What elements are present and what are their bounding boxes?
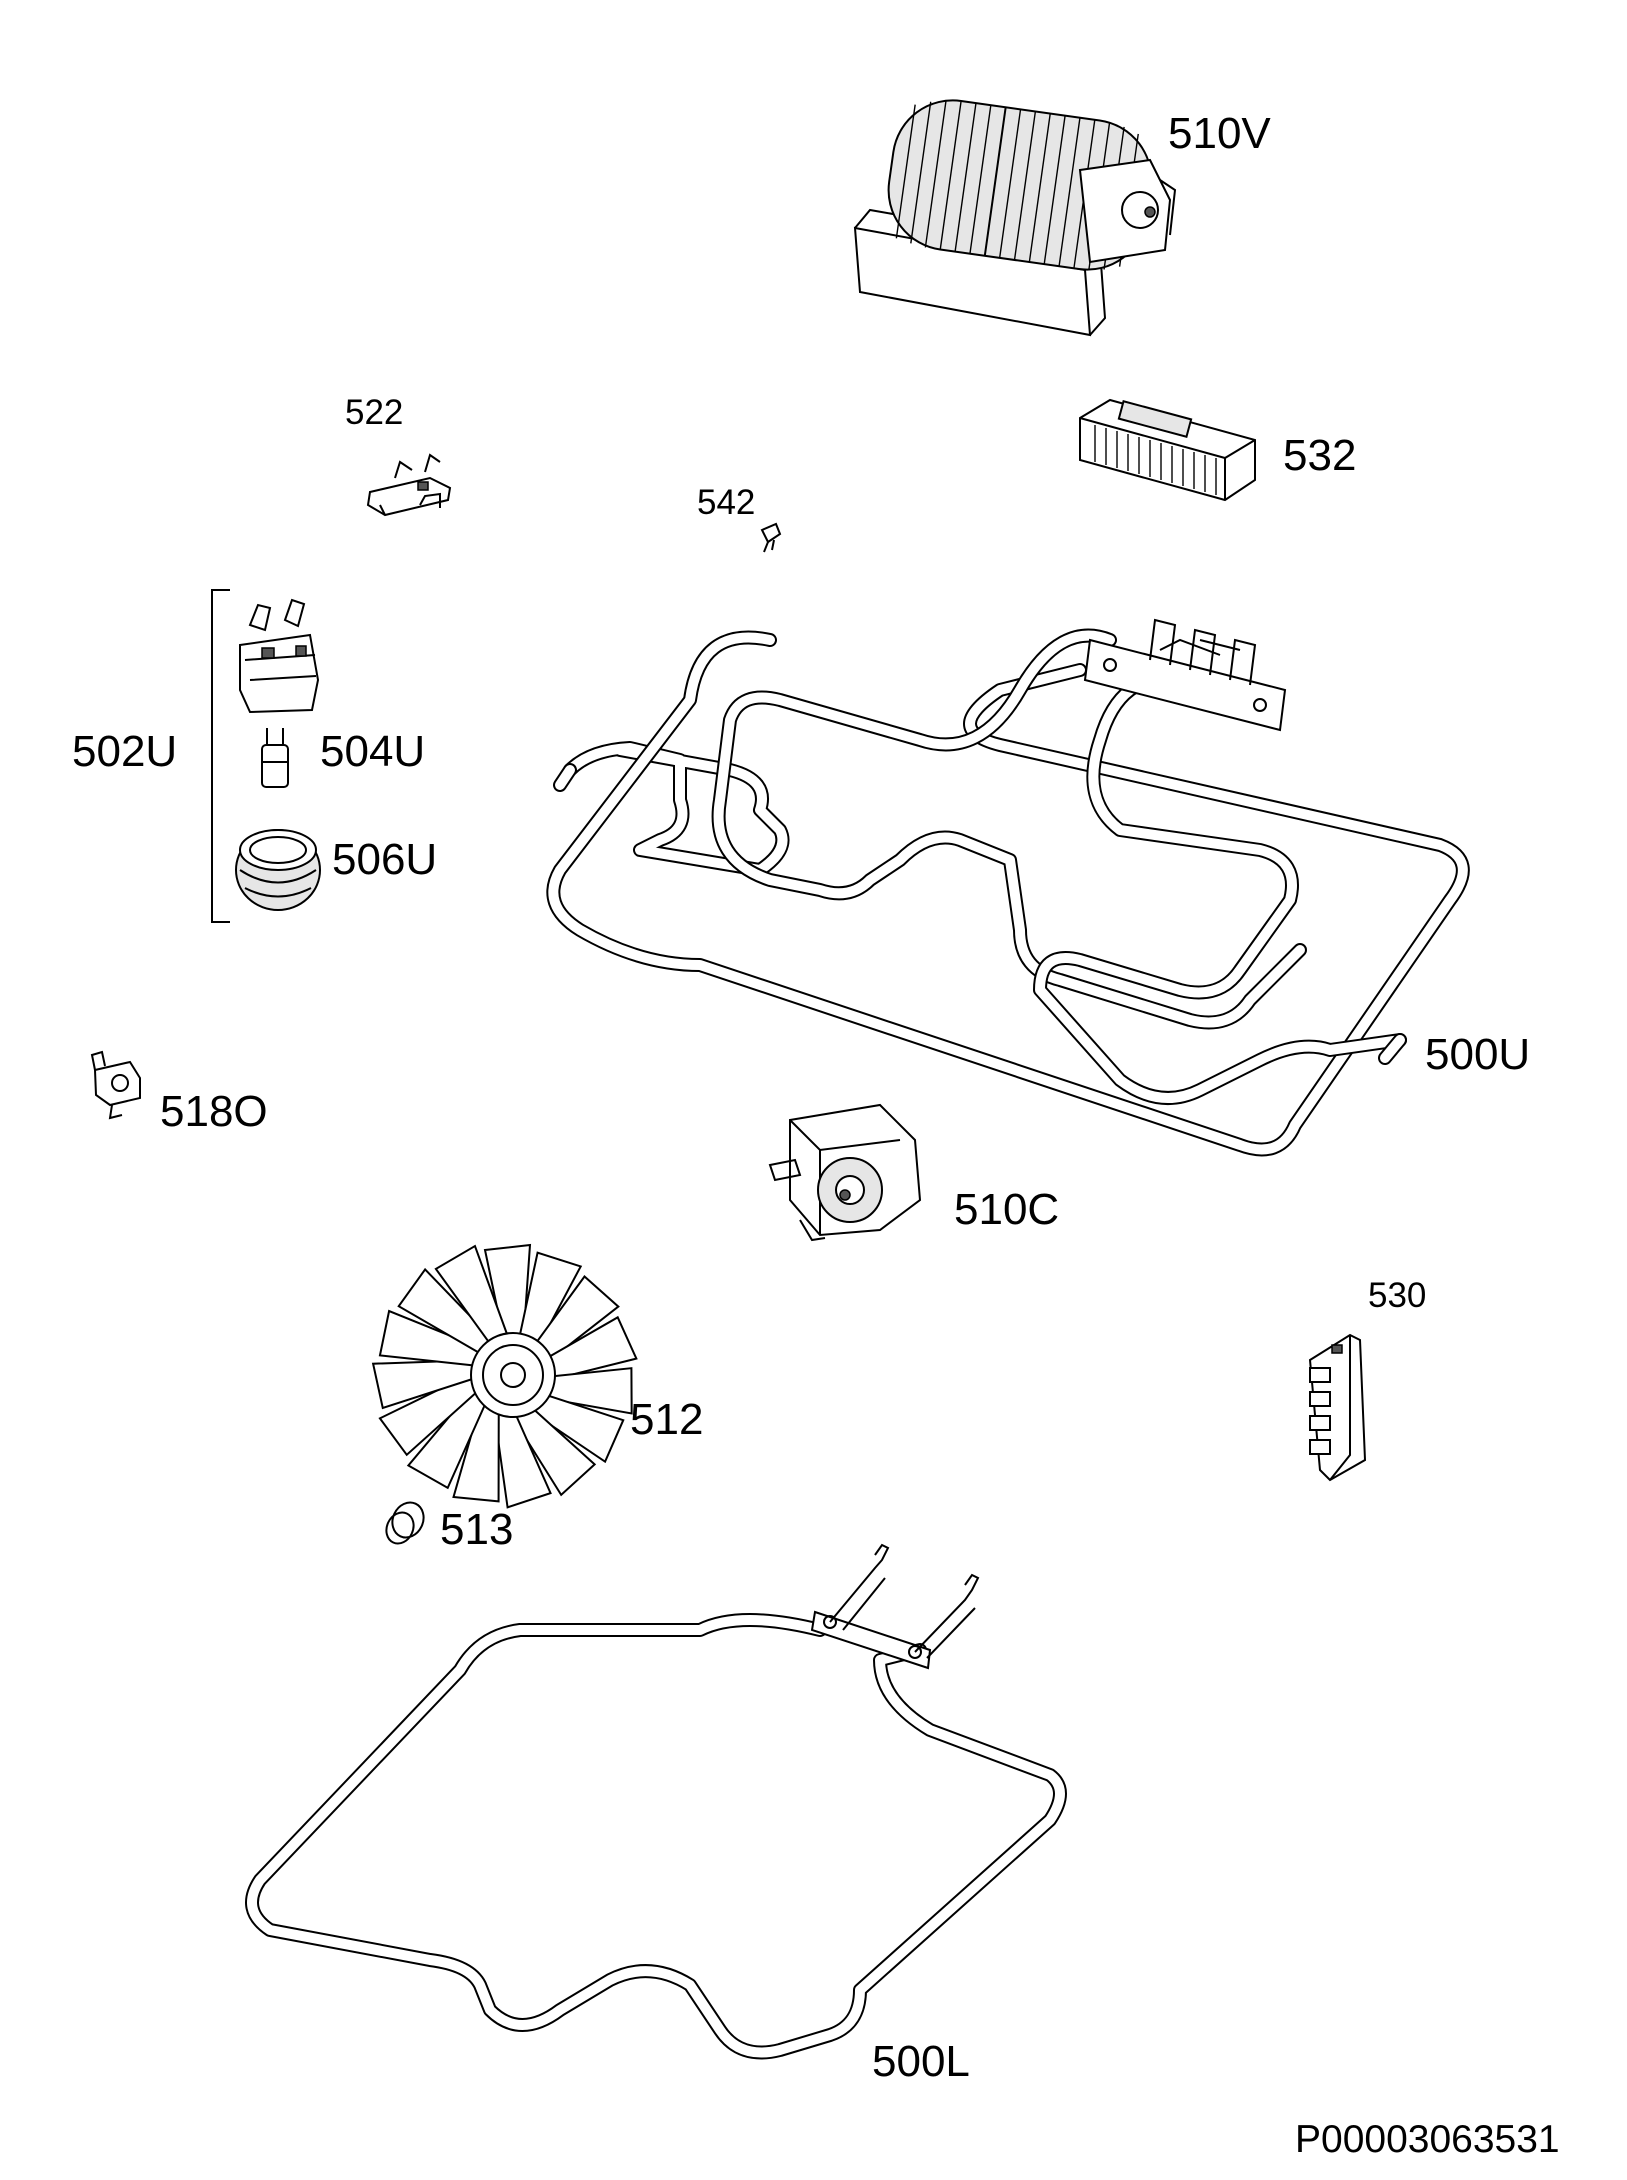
part-label-504U: 504U xyxy=(320,727,426,776)
part-label-502U: 502U xyxy=(72,727,178,776)
document-code: P00003063531 xyxy=(1295,2118,1560,2161)
part-label-518O: 518O xyxy=(160,1087,268,1136)
part-label-530: 530 xyxy=(1368,1276,1427,1315)
terminal-clip-icon xyxy=(366,453,452,517)
part-label-542: 542 xyxy=(697,483,756,522)
part-label-532: 532 xyxy=(1283,431,1357,480)
part-label-510C: 510C xyxy=(954,1185,1060,1234)
part-label-500L: 500L xyxy=(872,2037,970,2086)
part-label-522: 522 xyxy=(345,393,404,432)
fan-impeller-icon xyxy=(371,1243,638,1509)
part-label-512: 512 xyxy=(630,1395,704,1444)
thermostat-icon xyxy=(90,1050,141,1120)
lamp-cover-icon xyxy=(235,829,321,911)
lamp-holder-icon xyxy=(239,598,320,714)
part-label-513: 513 xyxy=(440,1505,514,1554)
upper-heating-element-icon xyxy=(546,618,1470,1157)
part-label-510V: 510V xyxy=(1168,109,1271,158)
screw-icon xyxy=(760,522,782,553)
terminal-block-icon xyxy=(1079,398,1256,502)
lower-heating-element-icon xyxy=(245,1543,1067,2060)
connector-strip-icon xyxy=(1308,1333,1367,1482)
nut-icon xyxy=(385,1501,425,1545)
fan-motor-icon xyxy=(768,1103,922,1242)
part-label-506U: 506U xyxy=(332,835,438,884)
part-label-500U: 500U xyxy=(1425,1030,1531,1079)
lamp-assembly-bracket xyxy=(211,589,230,923)
tangential-fan-icon xyxy=(853,99,1177,337)
lamp-bulb-icon xyxy=(261,728,289,788)
